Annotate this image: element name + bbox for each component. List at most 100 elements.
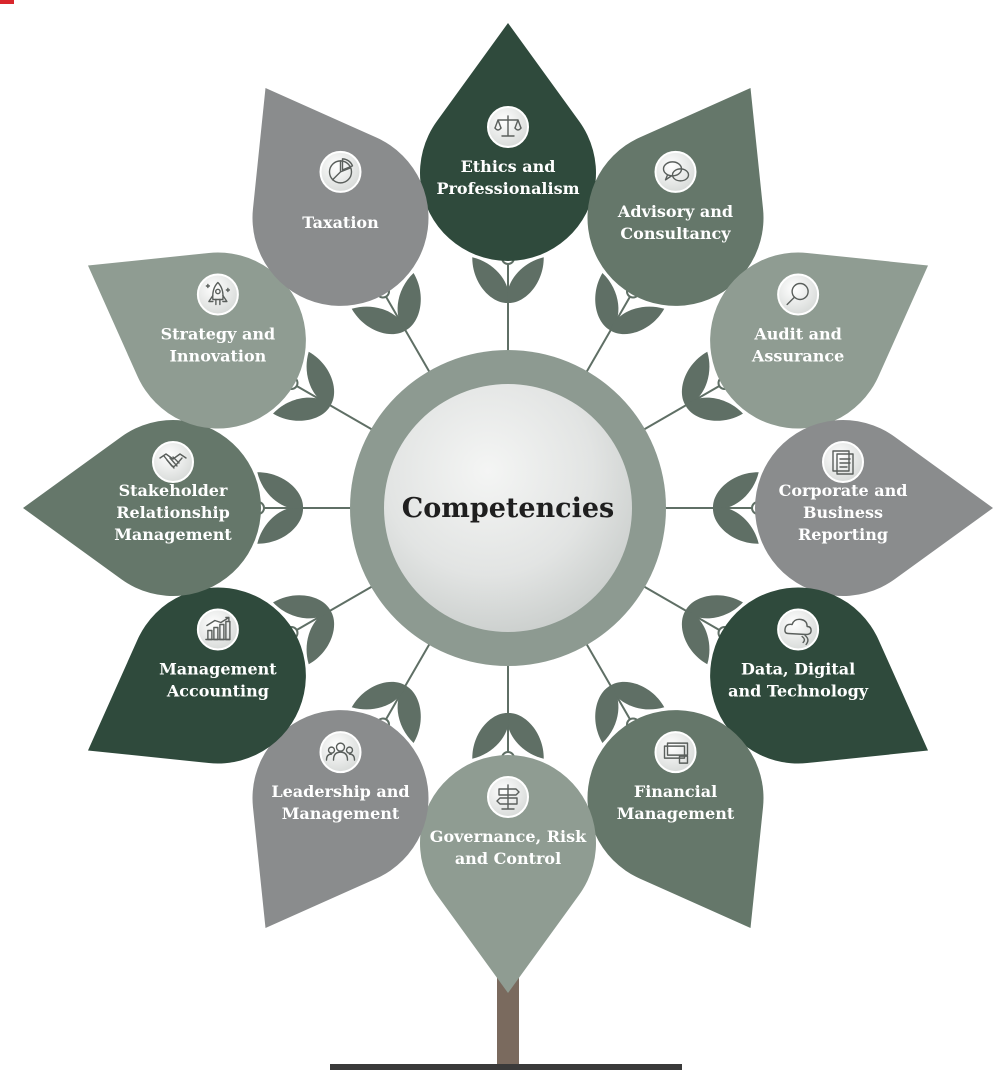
- branch-line: [290, 584, 376, 634]
- leaf: [685, 397, 743, 421]
- competency-label: Taxation: [302, 213, 379, 232]
- competency-label-line: Consultancy: [620, 224, 731, 243]
- petal-shape: [755, 420, 993, 596]
- leaf: [257, 472, 304, 509]
- competency-petal-4[interactable]: Data, Digital and Technology: [678, 555, 972, 826]
- speech-bubbles-icon: [654, 150, 697, 193]
- leaf: [397, 273, 421, 331]
- branch-line: [640, 584, 726, 634]
- competency-label-line: Accounting: [166, 682, 269, 701]
- center-title: Competencies: [402, 493, 614, 524]
- bar-chart-icon: [196, 608, 239, 651]
- petal-shape: [710, 587, 929, 764]
- cloud-icon: [777, 608, 820, 651]
- leaves: [257, 257, 759, 759]
- branch-line: [290, 382, 376, 432]
- center-disc: [384, 384, 632, 632]
- petal-shape: [420, 755, 596, 993]
- competency-label-line: and Control: [455, 849, 561, 868]
- competency-label-line: Audit and: [753, 325, 841, 344]
- leaf: [595, 685, 619, 743]
- competency-label-line: Relationship: [116, 503, 230, 522]
- team-icon: [319, 731, 362, 774]
- petal-shape: [587, 710, 764, 929]
- competency-label-line: Innovation: [169, 347, 266, 366]
- competency-petal-6[interactable]: Governance, Risk and Control: [420, 755, 596, 993]
- leaf: [472, 257, 509, 304]
- competency-label-line: Data, Digital: [741, 660, 855, 679]
- rocket-icon: [196, 273, 239, 316]
- competency-label-line: Management: [617, 804, 735, 823]
- competency-label: Data, Digital and Technology: [728, 660, 869, 701]
- leaf: [397, 685, 421, 743]
- competency-label-line: Taxation: [302, 213, 379, 232]
- petal-shape: [252, 87, 429, 306]
- competency-label-line: Strategy and: [161, 325, 276, 344]
- petal-shape: [587, 87, 764, 306]
- branch-line: [382, 640, 432, 726]
- competency-label-line: Reporting: [798, 525, 888, 544]
- competency-label-line: Leadership and: [271, 782, 409, 801]
- competency-label-line: Professionalism: [436, 179, 579, 198]
- competency-label-line: Business: [803, 503, 883, 522]
- leaf: [273, 397, 331, 421]
- handshake-icon: [152, 441, 194, 483]
- leaf: [306, 610, 335, 665]
- leaf: [257, 507, 304, 544]
- documents-icon: [822, 441, 864, 483]
- competency-label-line: Advisory and: [617, 202, 733, 221]
- leaf: [595, 273, 619, 331]
- branch-line: [382, 290, 432, 376]
- competency-petal-11[interactable]: Taxation: [189, 44, 460, 338]
- magnifier-icon: [777, 273, 820, 316]
- leaf: [351, 306, 406, 335]
- competency-label-line: Stakeholder: [119, 481, 228, 500]
- petal-shape: [87, 587, 306, 764]
- corner-marker: [0, 0, 14, 4]
- leaf: [306, 351, 335, 406]
- leaf: [610, 306, 665, 335]
- leaf: [681, 351, 710, 406]
- leaf: [712, 507, 759, 544]
- leaf: [610, 681, 665, 710]
- pie-chart-icon: [319, 150, 362, 193]
- competency-label-line: and Technology: [728, 682, 869, 701]
- petal-shape: [252, 710, 429, 929]
- leaf: [507, 712, 544, 759]
- tree-base: [330, 1064, 682, 1070]
- branch-line: [584, 290, 634, 376]
- leaf: [351, 681, 406, 710]
- leaf: [273, 595, 331, 619]
- cash-icon: [654, 731, 697, 774]
- competency-label-line: Financial: [634, 782, 717, 801]
- scales-icon: [487, 106, 529, 148]
- branch-line: [584, 640, 634, 726]
- petal-shape: [87, 252, 306, 429]
- competency-label-line: Corporate and: [779, 481, 908, 500]
- competency-label: Governance, Risk and Control: [430, 827, 587, 868]
- signpost-icon: [487, 776, 529, 818]
- leaf: [472, 712, 509, 759]
- competency-label-line: Governance, Risk: [430, 827, 587, 846]
- leaf: [681, 610, 710, 665]
- competency-label-line: Management: [114, 525, 232, 544]
